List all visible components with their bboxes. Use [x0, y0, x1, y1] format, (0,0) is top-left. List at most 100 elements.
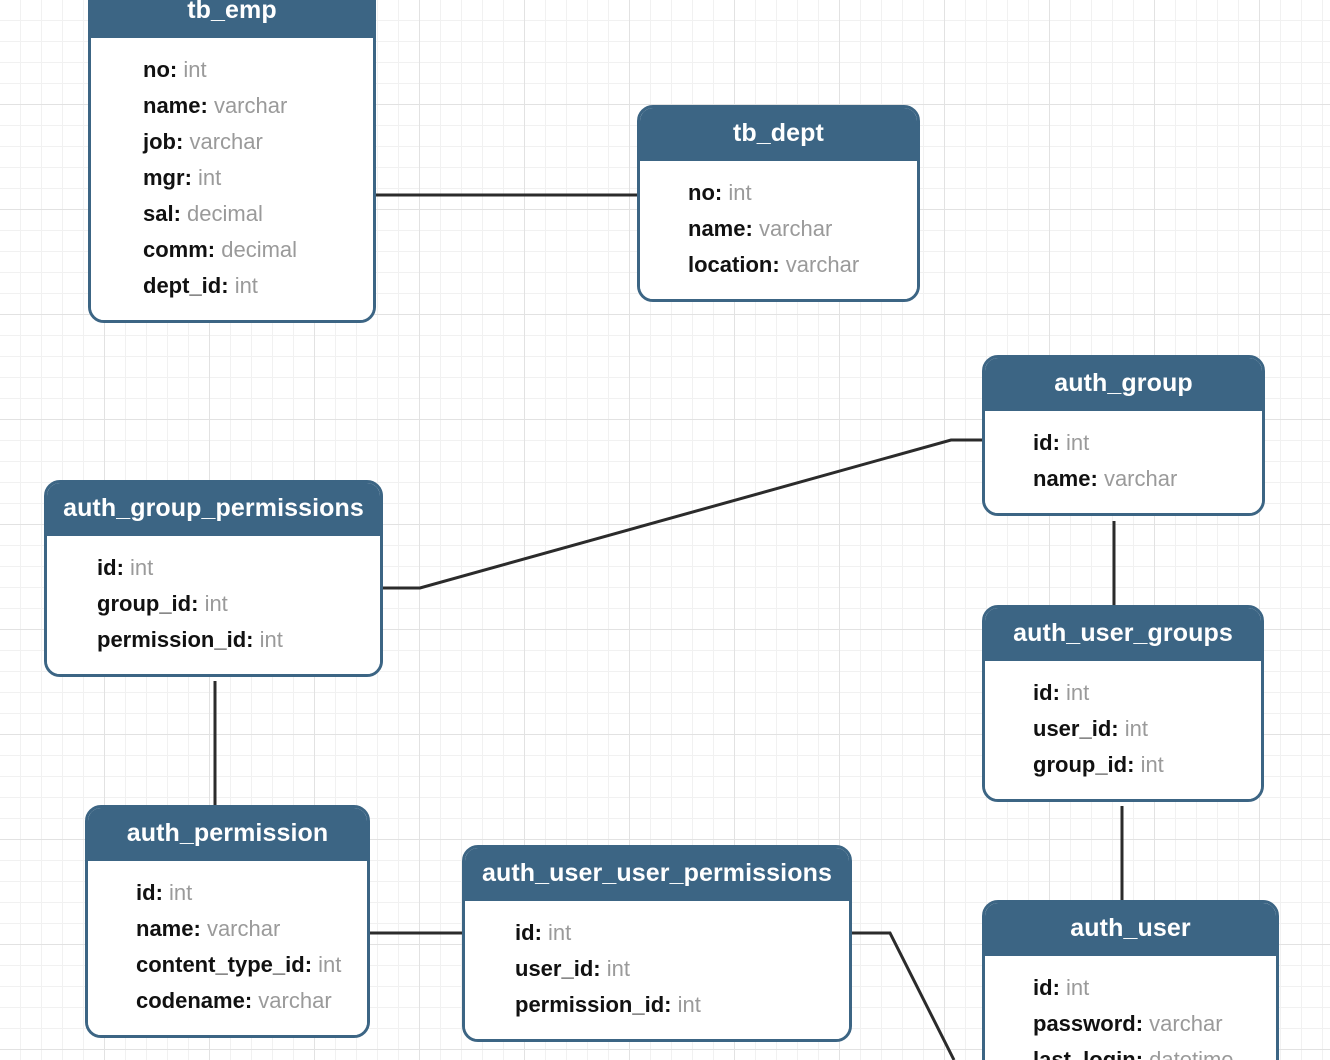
column-separator: : [173, 201, 188, 226]
column-type: varchar [213, 93, 288, 118]
column-row: comm: decimal [91, 232, 373, 268]
column-row: job: varchar [91, 124, 373, 160]
column-type: varchar [258, 988, 332, 1013]
column-type: int [606, 956, 630, 981]
column-row: id: int [985, 425, 1262, 461]
table-node-auth_permission[interactable]: auth_permission id: int name: varchar co… [85, 805, 370, 1038]
column-separator: : [184, 165, 199, 190]
column-row: last_login: datetime [985, 1042, 1276, 1060]
column-name: mgr [143, 165, 185, 190]
column-row: id: int [88, 875, 367, 911]
column-name: group_id [1033, 752, 1128, 777]
table-header-auth_group_permissions: auth_group_permissions [47, 483, 380, 536]
table-columns-auth_group: id: int name: varchar [985, 411, 1262, 513]
table-columns-tb_dept: no: int name: varchar location: varchar [640, 161, 917, 299]
column-row: group_id: int [985, 747, 1261, 783]
column-row: no: int [640, 175, 917, 211]
table-columns-auth_group_permissions: id: int group_id: int permission_id: int [47, 536, 380, 674]
column-separator: : [772, 252, 786, 277]
column-row: id: int [47, 550, 380, 586]
column-type: varchar [758, 216, 833, 241]
column-separator: : [1052, 680, 1067, 705]
column-type: int [1066, 430, 1090, 455]
column-name: user_id [515, 956, 594, 981]
column-type: varchar [785, 252, 860, 277]
column-separator: : [191, 591, 205, 616]
column-separator: : [1052, 430, 1067, 455]
table-node-auth_group_permissions[interactable]: auth_group_permissions id: int group_id:… [44, 480, 383, 677]
column-type: int [198, 165, 222, 190]
table-node-auth_user_user_permissions[interactable]: auth_user_user_permissions id: int user_… [462, 845, 852, 1042]
column-name: id [97, 555, 117, 580]
column-type: int [204, 591, 228, 616]
table-node-tb_emp[interactable]: tb_emp no: int name: varchar job: varcha… [88, 0, 376, 323]
table-header-auth_user: auth_user [985, 903, 1276, 956]
column-row: password: varchar [985, 1006, 1276, 1042]
column-row: id: int [985, 970, 1276, 1006]
column-separator: : [207, 237, 222, 262]
column-separator: : [155, 880, 170, 905]
column-type: decimal [187, 201, 263, 226]
column-separator: : [193, 916, 207, 941]
column-type: int [234, 273, 258, 298]
column-row: user_id: int [465, 951, 849, 987]
column-type: int [130, 555, 154, 580]
column-row: mgr: int [91, 160, 373, 196]
column-row: name: varchar [985, 461, 1262, 497]
column-separator: : [1135, 1011, 1150, 1036]
column-row: id: int [985, 675, 1261, 711]
table-node-auth_user[interactable]: auth_user id: int password: varchar last… [982, 900, 1279, 1060]
table-node-tb_dept[interactable]: tb_dept no: int name: varchar location: … [637, 105, 920, 302]
column-row: name: varchar [640, 211, 917, 247]
column-separator: : [116, 555, 131, 580]
column-row: id: int [465, 915, 849, 951]
column-row: codename: varchar [88, 983, 367, 1019]
table-columns-tb_emp: no: int name: varchar job: varchar mgr: … [91, 38, 373, 320]
column-separator: : [1090, 466, 1104, 491]
column-name: id [515, 920, 535, 945]
column-name: name [1033, 466, 1091, 491]
table-columns-auth_user_user_permissions: id: int user_id: int permission_id: int [465, 901, 849, 1039]
column-name: job [143, 129, 176, 154]
column-separator: : [169, 57, 184, 82]
column-name: id [1033, 975, 1053, 1000]
column-name: sal [143, 201, 174, 226]
column-separator: : [176, 129, 190, 154]
column-separator: : [1135, 1047, 1150, 1060]
column-name: name [143, 93, 201, 118]
column-name: permission_id [515, 992, 665, 1017]
column-type: varchar [206, 916, 281, 941]
column-separator: : [664, 992, 678, 1017]
column-type: int [1066, 680, 1090, 705]
column-row: content_type_id: int [88, 947, 367, 983]
column-separator: : [1111, 716, 1125, 741]
column-separator: : [200, 93, 214, 118]
column-type: datetime [1149, 1047, 1234, 1060]
column-type: int [183, 57, 207, 82]
column-name: content_type_id [136, 952, 305, 977]
column-name: user_id [1033, 716, 1112, 741]
column-type: varchar [1149, 1011, 1223, 1036]
table-header-auth_group: auth_group [985, 358, 1262, 411]
column-type: int [259, 627, 283, 652]
column-name: id [1033, 430, 1053, 455]
table-columns-auth_permission: id: int name: varchar content_type_id: i… [88, 861, 367, 1035]
column-name: codename [136, 988, 245, 1013]
column-row: name: varchar [88, 911, 367, 947]
column-name: name [688, 216, 746, 241]
column-separator: : [745, 216, 759, 241]
table-header-tb_emp: tb_emp [91, 0, 373, 38]
edge-auth_user_user_permissions-auth_user [852, 931, 956, 1060]
table-header-tb_dept: tb_dept [640, 108, 917, 161]
column-row: group_id: int [47, 586, 380, 622]
column-type: int [1124, 716, 1148, 741]
table-node-auth_group[interactable]: auth_group id: int name: varchar [982, 355, 1265, 516]
column-row: location: varchar [640, 247, 917, 283]
edge-auth_group_permissions-auth_group [383, 438, 982, 590]
table-node-auth_user_groups[interactable]: auth_user_groups id: int user_id: int gr… [982, 605, 1264, 802]
table-header-auth_user_user_permissions: auth_user_user_permissions [465, 848, 849, 901]
column-name: location [688, 252, 773, 277]
column-name: group_id [97, 591, 192, 616]
column-type: int [548, 920, 572, 945]
